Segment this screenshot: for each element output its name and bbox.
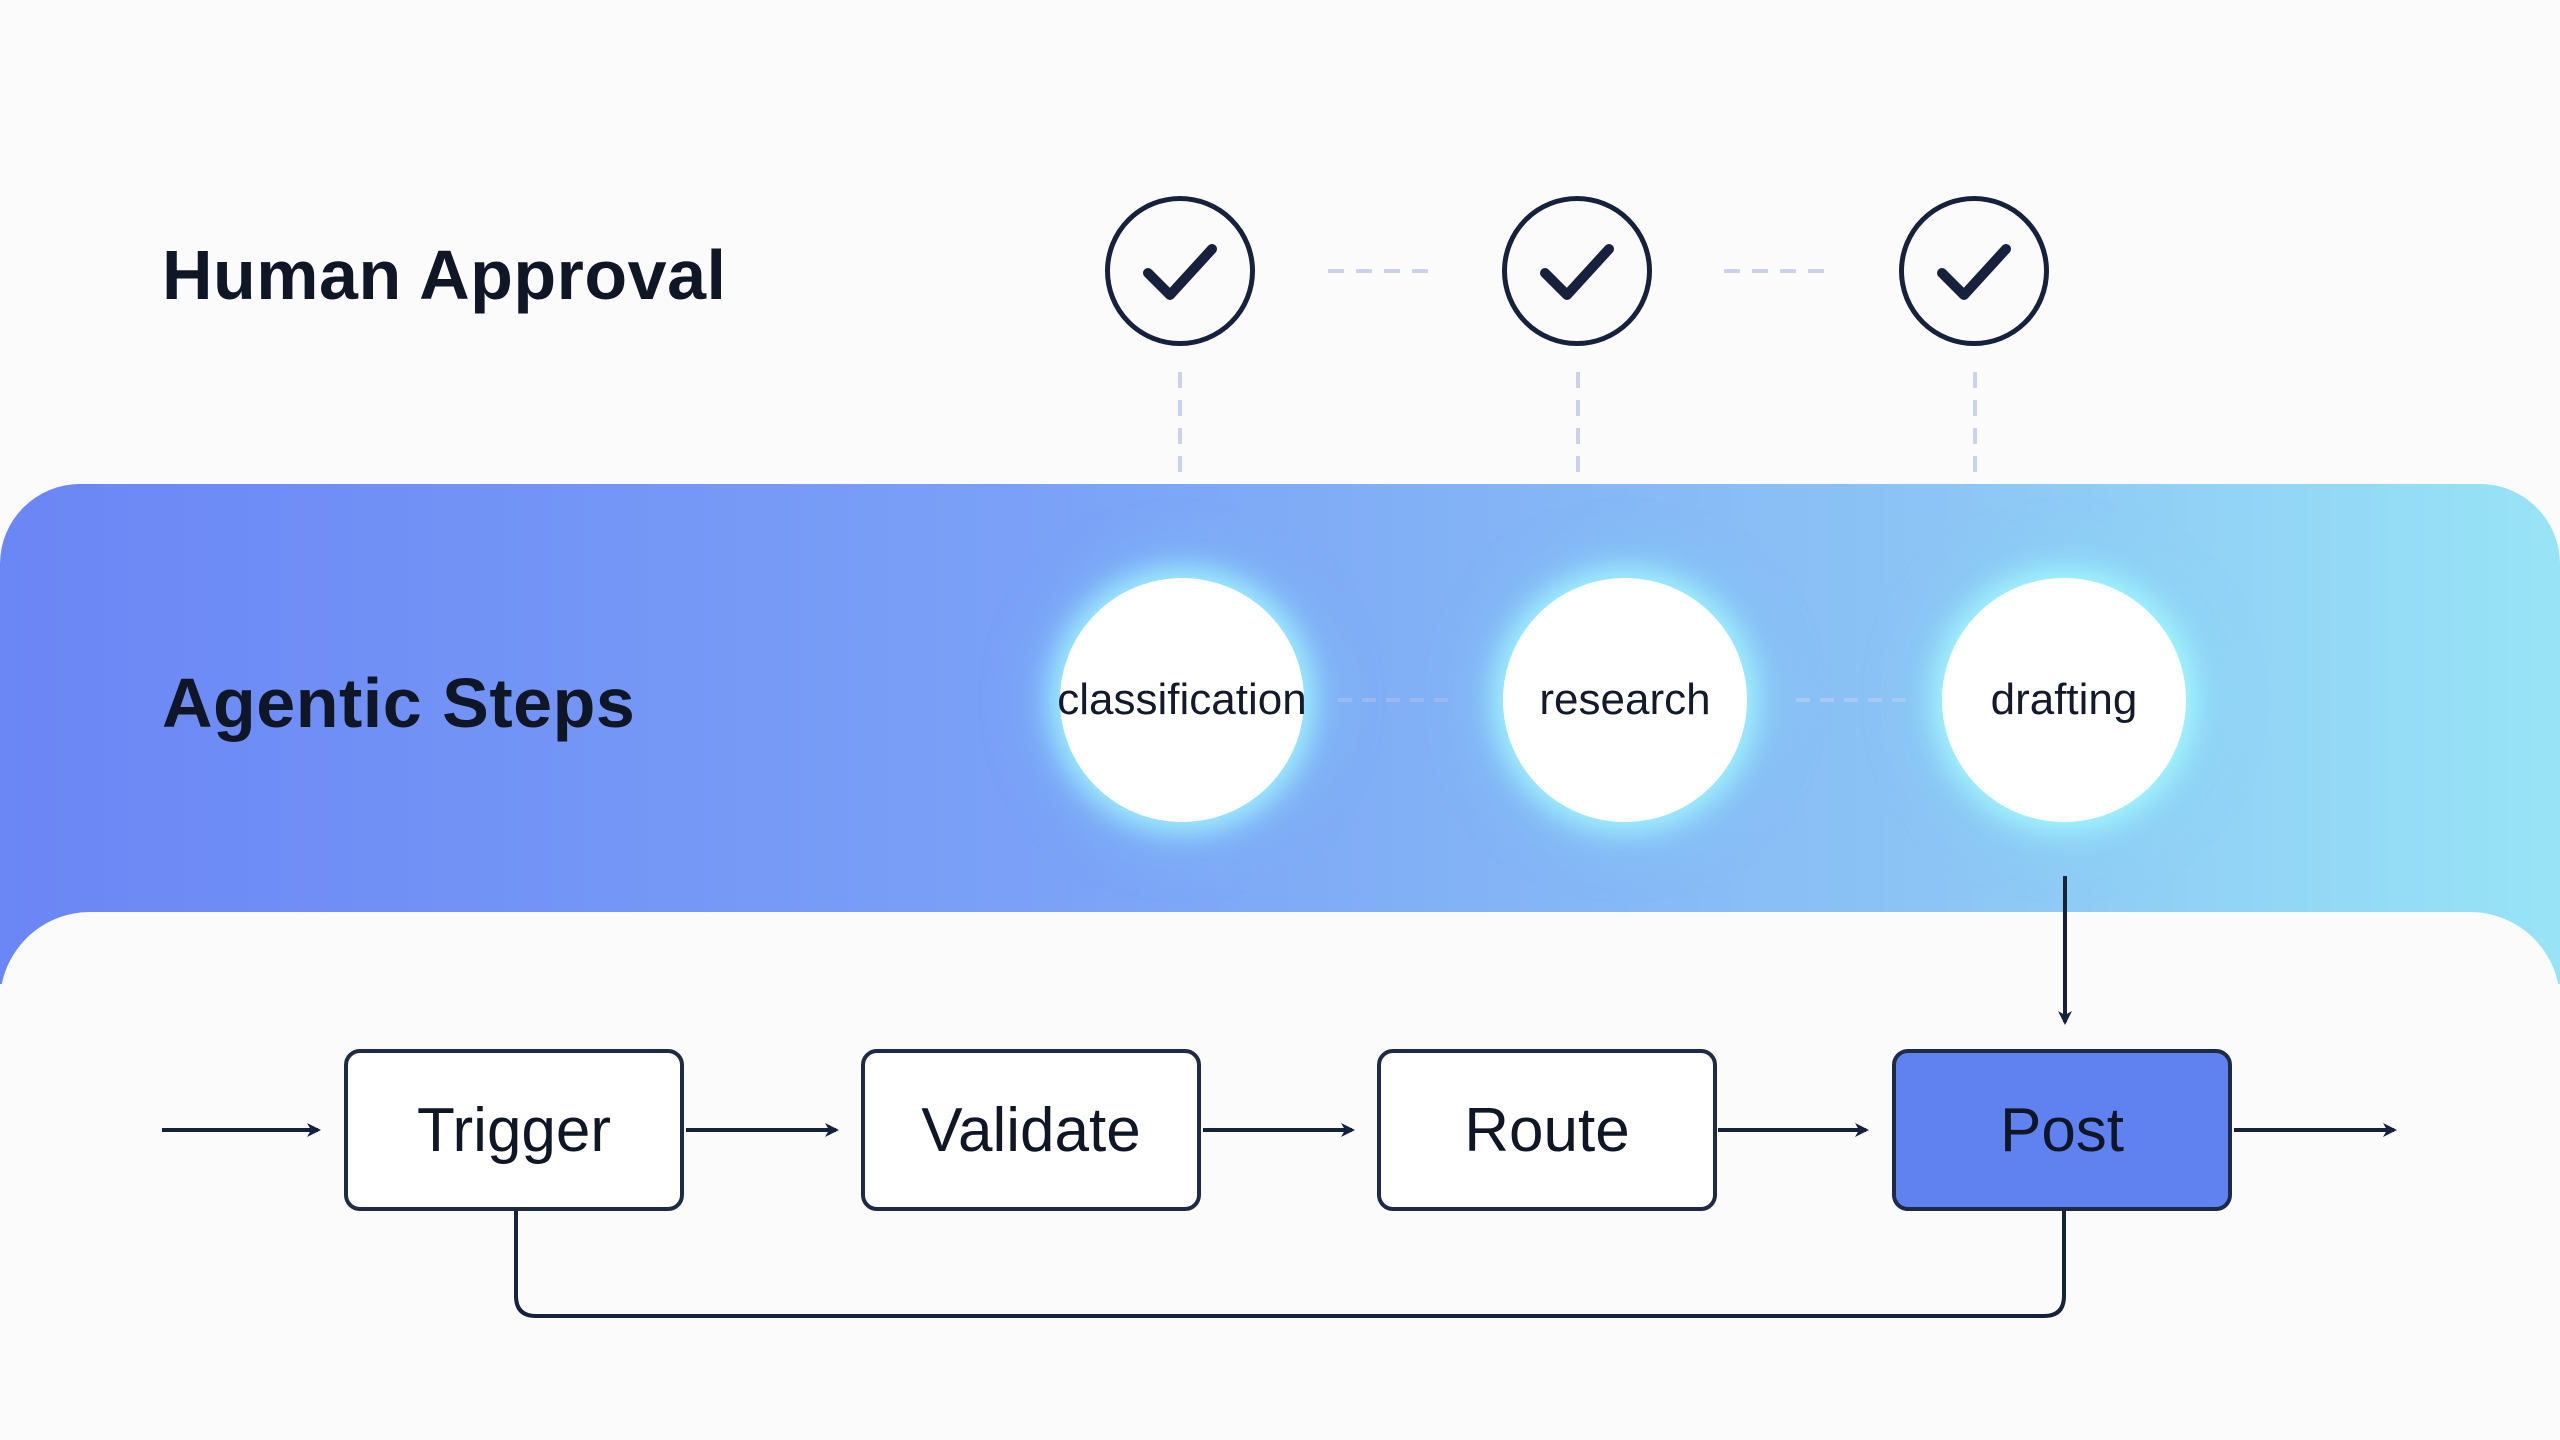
agent-step-drafting: drafting bbox=[1942, 578, 2186, 822]
pipeline-node-trigger[interactable]: Trigger bbox=[344, 1049, 684, 1211]
approval-check-1-icon bbox=[1105, 196, 1255, 346]
pipeline-node-label: Post bbox=[1999, 1095, 2125, 1165]
agent-step-label: classification bbox=[1057, 675, 1307, 724]
pipeline-node-label: Validate bbox=[921, 1095, 1141, 1165]
pipeline-node-route[interactable]: Route bbox=[1377, 1049, 1717, 1211]
pipeline-node-post[interactable]: Post bbox=[1892, 1049, 2232, 1211]
row-label-agentic-steps: Agentic Steps bbox=[162, 664, 636, 742]
agent-step-label: research bbox=[1539, 675, 1711, 724]
approval-check-3-icon bbox=[1899, 196, 2049, 346]
pipeline-node-label: Route bbox=[1464, 1095, 1630, 1165]
agent-step-classification: classification bbox=[1057, 578, 1307, 822]
row-label-human-approval: Human Approval bbox=[162, 236, 727, 314]
agent-step-label: drafting bbox=[1990, 675, 2138, 724]
pipeline-node-label: Trigger bbox=[416, 1095, 612, 1165]
pipeline-node-validate[interactable]: Validate bbox=[861, 1049, 1201, 1211]
agent-step-research: research bbox=[1503, 578, 1747, 822]
approval-check-2-icon bbox=[1502, 196, 1652, 346]
